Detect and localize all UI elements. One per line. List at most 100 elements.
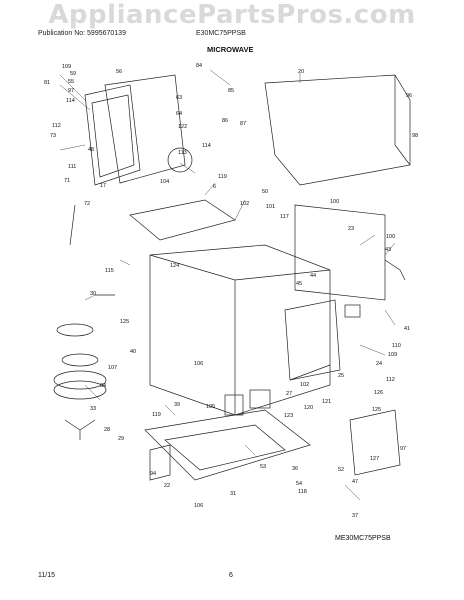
- svg-text:119: 119: [218, 174, 227, 180]
- lower-bracket: [349, 409, 401, 476]
- section-title: MICROWAVE: [207, 45, 254, 54]
- svg-text:34: 34: [100, 383, 106, 389]
- svg-text:28: 28: [104, 427, 110, 433]
- shield: [149, 444, 171, 481]
- svg-text:84: 84: [196, 63, 202, 69]
- svg-text:106: 106: [194, 503, 203, 509]
- capacitor: [344, 304, 361, 318]
- svg-text:118: 118: [298, 489, 307, 495]
- svg-text:112: 112: [386, 377, 395, 383]
- svg-text:100: 100: [386, 234, 395, 240]
- svg-text:72: 72: [84, 201, 90, 207]
- svg-text:64: 64: [176, 111, 182, 117]
- svg-text:111: 111: [68, 164, 76, 170]
- footer-page-number: 6: [229, 572, 233, 579]
- svg-text:97: 97: [68, 88, 74, 94]
- base-plate: [144, 409, 311, 481]
- svg-text:94: 94: [150, 471, 156, 477]
- door-panel: [84, 84, 141, 186]
- svg-text:97: 97: [400, 446, 406, 452]
- svg-text:71: 71: [64, 178, 70, 184]
- diagram-code: ME30MC75PPSB: [335, 535, 391, 542]
- svg-text:120: 120: [304, 405, 313, 411]
- top-grille: [129, 199, 236, 241]
- svg-text:85: 85: [228, 88, 234, 94]
- svg-text:22: 22: [164, 483, 170, 489]
- transformer: [249, 389, 271, 409]
- footer-date: 11/15: [38, 572, 55, 579]
- rack-bottom: [61, 353, 99, 367]
- svg-text:48: 48: [88, 147, 94, 153]
- svg-text:86: 86: [222, 118, 228, 124]
- cavity: [149, 244, 331, 416]
- svg-text:96: 96: [406, 93, 412, 99]
- svg-text:44: 44: [310, 273, 316, 279]
- svg-text:104: 104: [160, 179, 169, 185]
- svg-text:123: 123: [284, 413, 293, 419]
- svg-text:53: 53: [260, 464, 266, 470]
- svg-text:55: 55: [68, 79, 74, 85]
- svg-text:23: 23: [348, 226, 354, 232]
- svg-text:41: 41: [404, 326, 410, 332]
- svg-text:43: 43: [385, 247, 391, 253]
- svg-text:114: 114: [66, 98, 75, 104]
- door-frame: [104, 74, 186, 184]
- svg-text:6: 6: [213, 184, 216, 190]
- power-cord: [384, 259, 406, 281]
- svg-text:100: 100: [330, 199, 339, 205]
- svg-text:36: 36: [292, 466, 298, 472]
- svg-text:52: 52: [338, 467, 344, 473]
- publication-number: Publication No: 5995670139: [38, 30, 126, 37]
- svg-text:27: 27: [286, 391, 292, 397]
- svg-text:37: 37: [352, 513, 358, 519]
- svg-text:106: 106: [194, 361, 203, 367]
- svg-text:109: 109: [62, 64, 71, 70]
- fan-blade: [167, 147, 193, 173]
- svg-text:117: 117: [280, 214, 289, 220]
- svg-text:30: 30: [90, 291, 96, 297]
- svg-text:31: 31: [230, 491, 236, 497]
- svg-text:102: 102: [240, 201, 249, 207]
- svg-text:126: 126: [374, 390, 383, 396]
- svg-text:45: 45: [296, 281, 302, 287]
- svg-text:101: 101: [266, 204, 275, 210]
- svg-text:20: 20: [298, 69, 304, 75]
- svg-text:109: 109: [388, 352, 397, 358]
- svg-text:119: 119: [152, 412, 161, 418]
- watermark: AppliancePartsPros.com: [48, 0, 416, 30]
- svg-text:124: 124: [170, 263, 179, 269]
- svg-text:17: 17: [100, 183, 106, 189]
- svg-text:87: 87: [240, 121, 246, 127]
- svg-text:125: 125: [372, 407, 381, 413]
- turntable-tray: [53, 380, 107, 400]
- svg-text:56: 56: [116, 69, 122, 75]
- svg-text:59: 59: [70, 71, 76, 77]
- svg-text:47: 47: [352, 479, 358, 485]
- svg-text:102: 102: [300, 382, 309, 388]
- svg-text:98: 98: [412, 133, 418, 139]
- magnetron: [224, 394, 244, 416]
- rack-top: [56, 323, 94, 337]
- svg-text:81: 81: [44, 80, 50, 86]
- back-panel: [294, 204, 386, 301]
- svg-text:121: 121: [322, 399, 331, 405]
- svg-text:63: 63: [176, 95, 182, 101]
- latch: [69, 204, 76, 246]
- svg-text:29: 29: [118, 436, 124, 442]
- control-board: [284, 299, 341, 381]
- cabinet-wrapper: [264, 74, 411, 186]
- svg-text:39: 39: [174, 402, 180, 408]
- svg-text:25: 25: [338, 373, 344, 379]
- model-number: E30MC75PPSB: [196, 30, 246, 37]
- svg-text:110: 110: [392, 343, 401, 349]
- svg-text:107: 107: [108, 365, 117, 371]
- svg-text:125: 125: [120, 319, 129, 325]
- svg-text:127: 127: [370, 456, 379, 462]
- svg-text:113: 113: [178, 150, 187, 156]
- svg-text:50: 50: [262, 189, 268, 195]
- svg-text:115: 115: [105, 268, 114, 274]
- svg-text:114: 114: [202, 143, 211, 149]
- svg-text:73: 73: [50, 133, 56, 139]
- svg-text:122: 122: [178, 124, 187, 130]
